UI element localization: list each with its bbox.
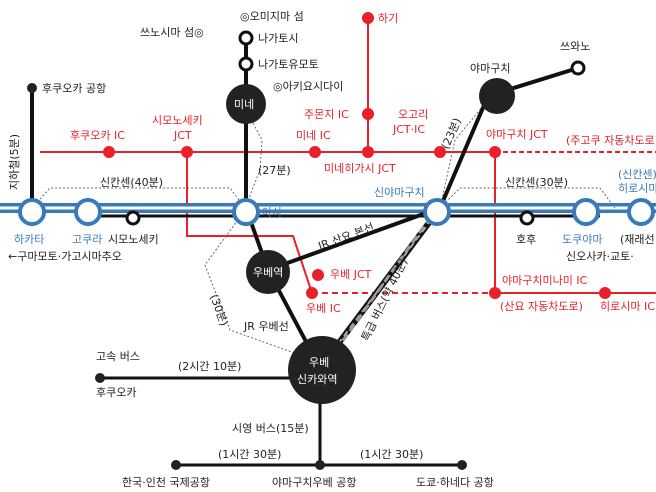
tokyo-air-node <box>457 460 467 470</box>
label-ube-ic: 우베 IC <box>306 302 341 315</box>
fukuoka-airport-node <box>27 83 37 93</box>
expressway-lines <box>40 18 656 294</box>
mine-station <box>226 84 266 124</box>
label-shinkansen-r: (신칸센) <box>618 168 656 181</box>
label-city-bus: 시영 버스(15분) <box>232 422 309 435</box>
label-shinosaka: 신오사카·교토· <box>566 250 634 263</box>
label-ube-station: 우베역 <box>253 266 283 279</box>
label-tokuyama: 도쿠야마 <box>562 233 602 246</box>
label-shinkansen40: 신칸센(40분) <box>100 176 163 189</box>
label-ube-shinkawa-1: 우베 <box>309 356 329 369</box>
fukuoka-bus-node <box>95 373 105 383</box>
nagato-station <box>238 30 254 46</box>
label-shinkansen30: 신칸센(30분) <box>505 176 568 189</box>
label-30min: (30분) <box>207 293 230 328</box>
yamaguchi-station <box>479 78 515 114</box>
label-nagatoyumoto: 나가토유모토 <box>258 58 319 71</box>
jr-sanyo-branch <box>267 206 441 272</box>
label-ogori: 오고리 <box>398 108 428 121</box>
label-nagatoshi: 나가토시 <box>258 32 298 45</box>
label-kumamoto: ←구마모토·가고시마추오 <box>8 250 122 263</box>
label-yamaguchi-jct: 야마구치 JCT <box>486 128 548 141</box>
expressway-nodes <box>103 12 611 299</box>
label-omijima: ◎오미지마 섬 <box>240 10 304 23</box>
label-hour30-right: (1시간 30분) <box>360 448 423 461</box>
korea-air-node <box>171 460 181 470</box>
label-zairai: (재래선 <box>620 233 655 246</box>
label-fukuoka-ic: 후쿠오카 IC <box>70 129 125 142</box>
label-hofu: 호후 <box>516 233 536 246</box>
label-yamaguchiminami-ic: 야마구치미나미 IC <box>502 274 588 287</box>
label-sanyo-expwy: (산요 자동차도로) <box>500 300 583 313</box>
hiroshima-station <box>627 198 655 226</box>
asa-station <box>232 198 260 226</box>
label-shuho-ic: 주몬지 IC <box>304 108 349 121</box>
stations <box>18 30 655 470</box>
kokura-station <box>74 198 102 226</box>
label-express-bus: 고속 버스 <box>96 350 140 363</box>
label-chugoku-expwy: (주고쿠 자동차도로) <box>566 134 656 147</box>
label-hakata: 하카타 <box>14 232 44 246</box>
label-fukuoka-city: 후쿠오카 <box>96 386 136 399</box>
label-tsuwano: 쓰와노 <box>560 40 590 53</box>
label-hiroshima-top: 히로시마 <box>618 181 656 195</box>
tsuwano-station <box>570 60 586 76</box>
hakata-station <box>18 198 46 226</box>
label-ube-shinkawa-2: 신카와역 <box>297 373 337 386</box>
label-hagi: 하기 <box>378 11 398 25</box>
ubeshinkawa-station <box>288 336 356 404</box>
label-hiroshima-ic: 히로시마 IC <box>600 299 655 313</box>
yamaguchi-ube-airport-node <box>315 460 325 470</box>
label-fukuoka-airport: 후쿠오카 공항 <box>42 82 106 95</box>
label-kokura: 고쿠라 <box>72 233 102 246</box>
shimonoseki-station <box>125 210 141 226</box>
label-jr-ube: JR 우베선 <box>243 320 289 333</box>
label-minehigashi-jct: 미네히가시 JCT <box>324 161 396 175</box>
label-akiyoshidai: ◎아키요시다이 <box>273 80 343 93</box>
shinyamaguchi-station <box>423 198 451 226</box>
label-two-hours: (2시간 10분) <box>178 360 241 373</box>
label-subway: 지하철(5분) <box>7 134 21 190</box>
tokuyama-station <box>572 198 600 226</box>
label-yamaguchi-ube-airport: 야마구치우베 공항 <box>272 476 356 489</box>
label-tsunoshima: 쓰노시마 섬◎ <box>140 26 204 39</box>
ube-station <box>246 250 290 294</box>
label-korea-airport: 한국·인천 국제공항 <box>122 475 210 489</box>
label-shimonoseki: 시모노세키 <box>108 233 159 246</box>
label-shin-yamaguchi: 신야마구치 <box>374 186 425 199</box>
shinkansen-line <box>0 203 656 213</box>
label-ogori-jct: JCT·IC <box>392 123 425 136</box>
label-27min: (27분) <box>258 164 291 177</box>
label-jr-sanyo: JR 산요 본선 <box>316 221 376 254</box>
label-tokyo-airport: 도쿄·하네다 공항 <box>416 475 494 489</box>
label-mine: 미네 <box>234 98 254 111</box>
label-shimonoseki-jct-1: 시모노세키 <box>152 114 203 127</box>
hofu-station <box>519 210 535 226</box>
label-hour30-left: (1시간 30분) <box>218 448 281 461</box>
nagatoyumoto-station <box>238 56 254 72</box>
label-ube-jct: 우베 JCT <box>330 268 372 281</box>
label-yamaguchi: 야마구치 <box>470 62 510 75</box>
label-mine-ic: 미네 IC <box>296 129 331 142</box>
label-asa: 아사 <box>262 206 282 219</box>
label-shimonoseki-jct-2: JCT <box>173 129 192 142</box>
